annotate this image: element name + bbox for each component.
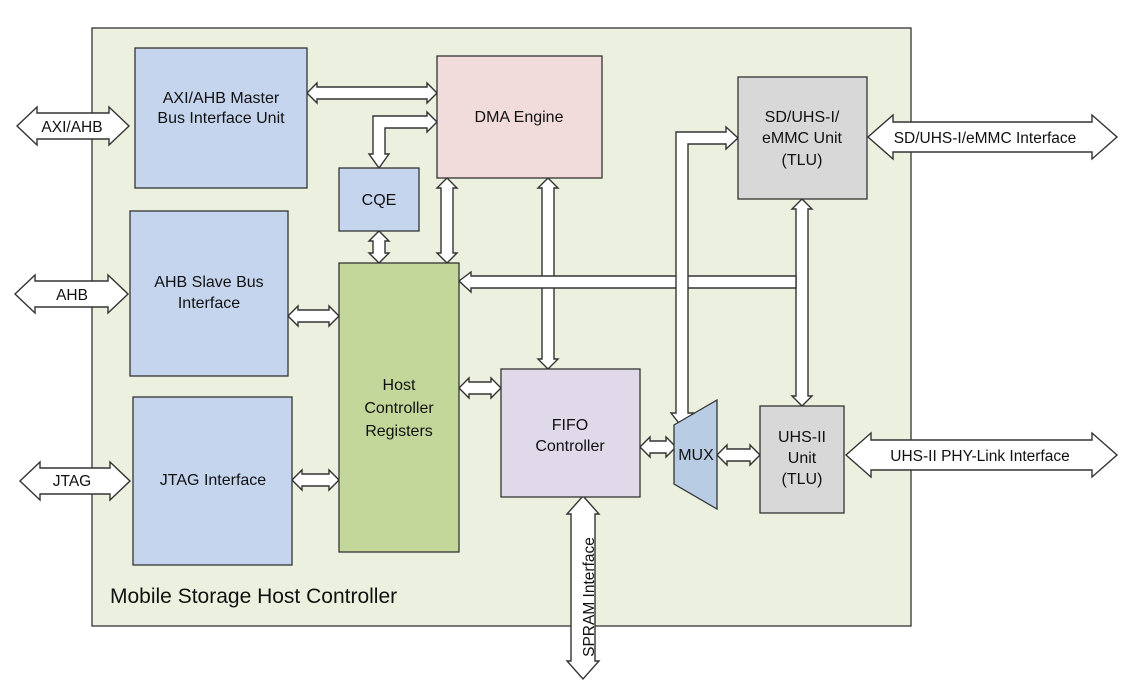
fifo-controller-block (500, 368, 641, 498)
spram-interface-label: SPRAM Interface (581, 537, 598, 657)
connector-arrows (13, 81, 1119, 681)
axi-master-label-1: AXI/AHB Master (163, 90, 280, 107)
ahb-slave-label-1: AHB Slave Bus (154, 274, 263, 291)
axi-ahb-master-block (134, 47, 308, 189)
jtag-interface-label: JTAG Interface (160, 472, 267, 489)
ahb-slave-label-2: Interface (178, 295, 240, 312)
axi-master-label-2: Bus Interface Unit (157, 110, 285, 127)
jtag-interface-block (132, 396, 293, 566)
cqe-label: CQE (362, 192, 397, 209)
axi-ahb-port-label: AXI/AHB (41, 119, 102, 136)
uhs2-interface-arrow (844, 431, 1119, 479)
sd-regs-bus-arrow (457, 270, 797, 294)
ahb-port-arrow (13, 273, 130, 315)
host-controller-registers-block (338, 262, 460, 553)
dma-engine-label: DMA Engine (475, 109, 564, 126)
host-regs-label-2: Controller (364, 400, 434, 417)
uhs2-unit-label-3: (TLU) (782, 471, 823, 488)
cqe-block (338, 167, 420, 232)
sd-interface-label: SD/UHS-I/eMMC Interface (894, 130, 1077, 147)
sd-unit-label-2: eMMC Unit (762, 130, 843, 147)
mux-label: MUX (678, 447, 714, 464)
sd-uhs-emmc-unit-block (737, 76, 868, 200)
fifo-label-2: Controller (535, 438, 605, 455)
host-regs-label-3: Registers (365, 423, 433, 440)
fifo-label-1: FIFO (552, 417, 588, 434)
mux-block (673, 398, 718, 511)
uhs2-unit-label-1: UHS-II (778, 429, 826, 446)
sd-unit-label-3: (TLU) (782, 152, 823, 169)
uhs2-unit-block (759, 405, 845, 514)
uhs2-unit-label-2: Unit (788, 450, 817, 467)
sd-unit-label-1: SD/UHS-I/ (765, 109, 840, 126)
axi-ahb-port-arrow (15, 105, 131, 147)
controller-title: Mobile Storage Host Controller (110, 585, 397, 608)
uhs2-interface-label: UHS-II PHY-Link Interface (890, 448, 1069, 465)
dma-engine-block (436, 55, 603, 179)
ahb-slave-block (129, 210, 289, 377)
jtag-port-label: JTAG (53, 473, 91, 490)
sd-interface-arrow (866, 113, 1119, 161)
spram-interface-arrow (565, 494, 601, 681)
jtag-port-arrow (18, 460, 132, 502)
host-regs-label-1: Host (383, 377, 416, 394)
ahb-port-label: AHB (56, 287, 88, 304)
